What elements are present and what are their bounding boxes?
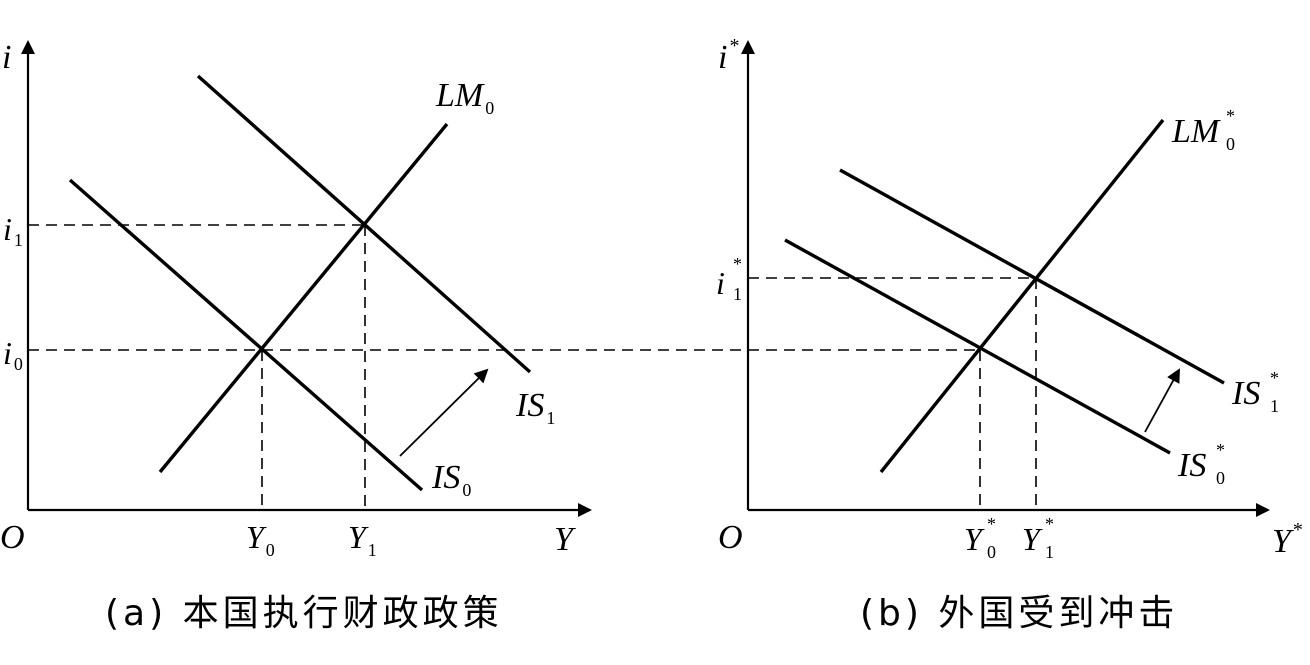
svg-text:*: * [987, 514, 996, 534]
svg-text:*: * [733, 254, 742, 274]
panel-a-is-shift-arrow [399, 368, 489, 457]
panel-b-is0-curve [784, 238, 1171, 455]
panel-a-lm0-curve [158, 122, 449, 474]
svg-text:Y: Y [1022, 521, 1043, 557]
svg-text:1: 1 [1045, 542, 1054, 562]
svg-text:0: 0 [1226, 134, 1235, 154]
panel-a-origin-label: O [0, 519, 25, 556]
panel-b-is1-label: IS * 1 [1231, 368, 1279, 416]
panel-a-y-axis-label: i [2, 39, 11, 76]
panel-b-x-axis-label: Y* [1272, 519, 1303, 560]
svg-text:i: i [716, 265, 725, 301]
svg-text:1: 1 [733, 284, 742, 304]
panel-b-y1-label: Y * 1 [1022, 514, 1054, 562]
svg-text:IS: IS [1231, 375, 1260, 412]
panel-b-is-shift-arrow [1144, 368, 1180, 433]
panel-a-caption: (a) 本国执行财政政策 [105, 593, 503, 634]
panel-b-lm0-curve [879, 118, 1165, 474]
svg-text:*: * [1226, 106, 1235, 126]
panel-b-y-axis-label: i* [718, 35, 739, 76]
svg-text:*: * [1216, 440, 1225, 460]
svg-text:0: 0 [1216, 468, 1225, 488]
panel-b-is0-label: IS * 0 [1177, 440, 1225, 488]
panel-a-is0-curve [68, 178, 424, 492]
panel-b-is1-curve [839, 168, 1225, 385]
svg-text:1: 1 [1270, 396, 1279, 416]
panel-b-i1-label: i * 1 [716, 254, 742, 304]
svg-text:IS: IS [1177, 447, 1206, 484]
panel-b-origin-label: O [718, 519, 743, 556]
panel-b-caption: (b) 外国受到冲击 [860, 593, 1178, 634]
panel-b-lm0-label: LM * 0 [1171, 106, 1235, 154]
svg-text:Y: Y [964, 521, 985, 557]
svg-text:*: * [1045, 514, 1054, 534]
svg-text:LM: LM [1171, 113, 1221, 150]
panel-a-x-axis-label: Y [554, 521, 576, 558]
panel-a-is1-curve [196, 74, 532, 374]
panel-b: i* Y* O i * 1 Y * 0 Y * 1 LM * 0 IS * 0 [716, 35, 1303, 634]
svg-text:*: * [1270, 368, 1279, 388]
panel-b-y0-label: Y * 0 [964, 514, 996, 562]
svg-text:0: 0 [987, 542, 996, 562]
